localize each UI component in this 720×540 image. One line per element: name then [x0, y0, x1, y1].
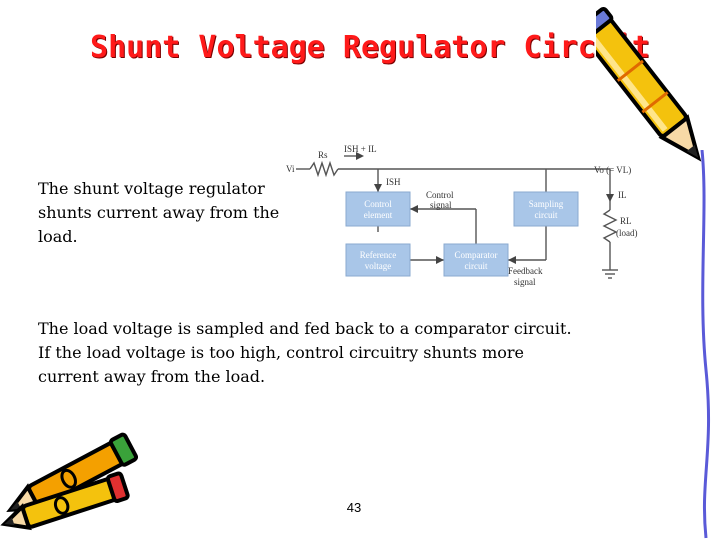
rs-label: Rs: [318, 150, 328, 160]
sampling-circuit-line1: Sampling: [529, 199, 564, 209]
control-signal-line1: Control: [426, 190, 454, 200]
detail-line-1: The load voltage is sampled and fed back…: [38, 319, 572, 338]
reference-voltage-line1: Reference: [360, 250, 396, 260]
pencils-icon: [0, 432, 139, 531]
total-current-label: ISH + IL: [344, 144, 377, 154]
detail-text: The load voltage is sampled and fed back…: [38, 317, 638, 389]
page-number: 43: [346, 500, 362, 515]
sampling-circuit-line2: circuit: [535, 210, 558, 220]
intro-text: The shunt voltage regulator shunts curre…: [38, 179, 280, 246]
blue-vertical-line: [700, 150, 711, 539]
control-element-line1: Control: [364, 199, 392, 209]
feedback-signal-line2: signal: [514, 277, 536, 287]
shunt-regulator-diagram: Vi Rs ISH + IL ISH Vo (= VL) IL RL (load…: [286, 144, 638, 287]
slide-title: Shunt Voltage Regulator Circuit: [90, 30, 650, 65]
ish-label: ISH: [386, 177, 401, 187]
detail-line-2: If the load voltage is too high, control…: [38, 343, 525, 362]
comparator-circuit-line2: circuit: [465, 261, 488, 271]
rl-label: RL: [620, 216, 632, 226]
detail-line-3: current away from the load.: [38, 367, 266, 386]
comparator-circuit-line1: Comparator: [455, 250, 498, 260]
feedback-signal-line1: Feedback: [508, 266, 543, 276]
control-element-line2: element: [364, 210, 393, 220]
load-note: (load): [616, 228, 638, 238]
pencil-icon: [596, 6, 702, 162]
vi-label: Vi: [286, 164, 295, 174]
vo-label: Vo (= VL): [594, 165, 631, 175]
il-label: IL: [618, 190, 627, 200]
control-signal-line2: signal: [430, 200, 452, 210]
reference-voltage-line2: voltage: [365, 261, 392, 271]
